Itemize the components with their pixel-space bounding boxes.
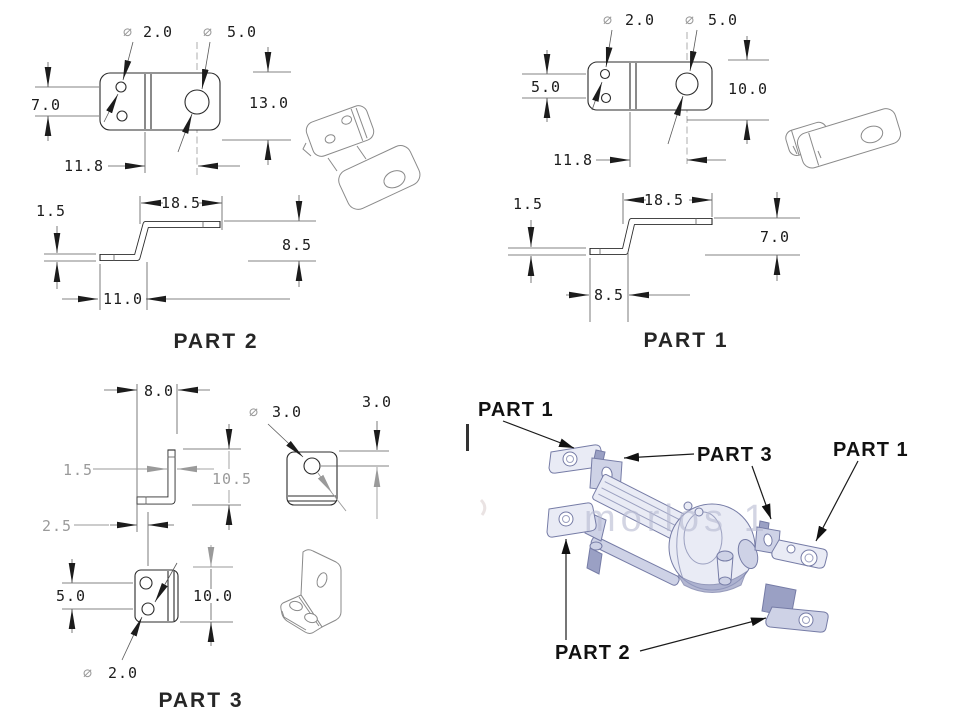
part3-height: 10.5 bbox=[212, 470, 252, 488]
callout-part2: PART 2 bbox=[555, 642, 631, 664]
part2-top-length: 18.5 bbox=[161, 194, 201, 212]
part1-dia-large-symbol: ⌀ bbox=[685, 11, 694, 29]
part2-drawing: ⌀ 2.0 ⌀ 5.0 7.0 13.0 11.8 bbox=[31, 23, 421, 353]
part3-flange-dia-value: 3.0 bbox=[272, 403, 302, 421]
watermark-text: morlos 1 bbox=[584, 498, 770, 540]
part2-thickness: 1.5 bbox=[36, 202, 66, 220]
part2-dia-large-symbol: ⌀ bbox=[203, 23, 212, 41]
assembly-view: morlos 1 PART 1 PART 3 PART 1 PART 2 bbox=[466, 399, 909, 664]
part3-dia-symbol: ⌀ bbox=[83, 664, 92, 682]
part3-label: PART 3 bbox=[158, 689, 243, 712]
watermark-fragment bbox=[479, 498, 487, 516]
part2-hole-offset: 11.8 bbox=[64, 157, 104, 175]
part3-drawing: 8.0 1.5 10.5 2.5 bbox=[42, 382, 392, 712]
part2-top-view: ⌀ 2.0 ⌀ 5.0 7.0 13.0 11.8 bbox=[31, 23, 291, 176]
edge-artifact bbox=[466, 424, 469, 451]
callout-part1-right: PART 1 bbox=[833, 439, 909, 461]
part1-side-view: 18.5 1.5 7.0 8.5 bbox=[508, 191, 800, 322]
part1-bottom-length: 8.5 bbox=[594, 286, 624, 304]
part2-dia-small-symbol: ⌀ bbox=[123, 23, 132, 41]
part3-iso-view bbox=[280, 549, 342, 634]
part2-step-height: 8.5 bbox=[282, 236, 312, 254]
part1-dia-large-value: 5.0 bbox=[708, 11, 738, 29]
part3-hole-spacing: 5.0 bbox=[56, 587, 86, 605]
part1-hole-offset: 11.8 bbox=[553, 151, 593, 169]
callout-part3: PART 3 bbox=[697, 444, 773, 466]
part1-top-length: 18.5 bbox=[644, 191, 684, 209]
part2-dia-small-value: 2.0 bbox=[143, 23, 173, 41]
part2-left-height: 7.0 bbox=[31, 96, 61, 114]
part2-label: PART 2 bbox=[173, 330, 258, 353]
part3-offset: 2.5 bbox=[42, 517, 72, 535]
callout-part1-left: PART 1 bbox=[478, 399, 554, 421]
part1-iso-view bbox=[785, 108, 902, 169]
part2-bottom-length: 11.0 bbox=[103, 290, 143, 308]
part2-side-view: 18.5 1.5 8.5 11.0 bbox=[36, 194, 316, 310]
part3-flange-view: ⌀ 3.0 3.0 bbox=[249, 393, 392, 519]
part1-right-height: 10.0 bbox=[728, 80, 768, 98]
part1-dia-small-value: 2.0 bbox=[625, 11, 655, 29]
part1-top-view: ⌀ 2.0 ⌀ 5.0 5.0 10.0 11.8 bbox=[522, 11, 769, 169]
part2-iso-view bbox=[302, 105, 421, 210]
part2-dia-large-value: 5.0 bbox=[227, 23, 257, 41]
part1-label: PART 1 bbox=[643, 329, 728, 352]
part1-left-height: 5.0 bbox=[531, 78, 561, 96]
part1-dia-small-symbol: ⌀ bbox=[603, 11, 612, 29]
part3-dia-value: 2.0 bbox=[108, 664, 138, 682]
part3-flange-hole-offset: 3.0 bbox=[362, 393, 392, 411]
part3-thickness: 1.5 bbox=[63, 461, 93, 479]
part2-right-height: 13.0 bbox=[249, 94, 289, 112]
part3-flange-dia-symbol: ⌀ bbox=[249, 403, 258, 421]
part1-thickness: 1.5 bbox=[513, 195, 543, 213]
part3-side-view: 8.0 1.5 10.5 2.5 bbox=[42, 382, 252, 566]
part3-foot-width: 8.0 bbox=[144, 382, 174, 400]
part3-front-view: 5.0 10.0 ⌀ 2.0 bbox=[56, 545, 233, 682]
part1-drawing: ⌀ 2.0 ⌀ 5.0 5.0 10.0 11.8 bbox=[508, 11, 902, 352]
part1-step-height: 7.0 bbox=[760, 228, 790, 246]
part3-plate-height: 10.0 bbox=[193, 587, 233, 605]
